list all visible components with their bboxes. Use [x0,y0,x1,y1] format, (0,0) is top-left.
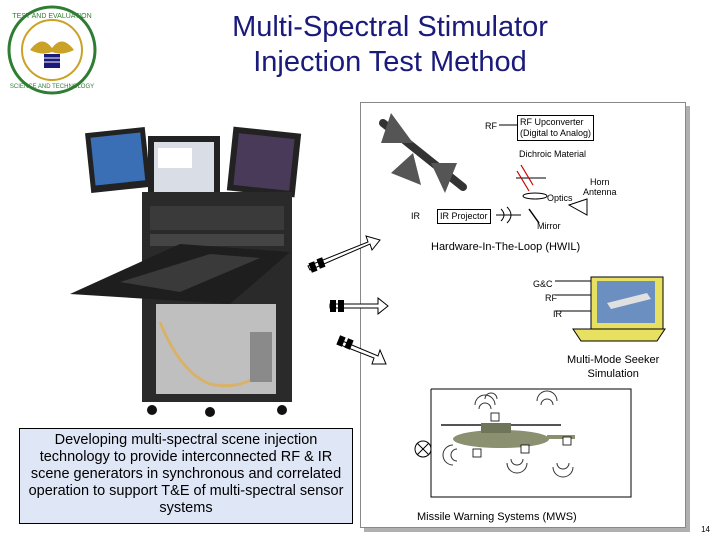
hwil-diagram [379,113,666,498]
missile-icon [379,113,467,193]
title-line-2: Injection Test Method [253,46,527,78]
ir-projector-box: IR Projector [437,209,491,224]
seeker-title: Multi-Mode Seeker Simulation [567,353,659,381]
flow-arrows [307,235,389,365]
mws-heading: Missile Warning Systems (MWS) [417,511,577,523]
dichroic-label: Dichroic Material [519,149,587,159]
seeker-title-line-2: Simulation [587,368,639,380]
description-callout: Developing multi-spectral scene injectio… [19,428,353,524]
rf-label: RF [485,121,497,131]
mirror-label: Mirror [537,221,561,231]
horn-line-1: Horn [590,177,610,187]
test-workstation-rack [60,122,360,422]
horn-antenna-label: Horn Antenna [583,177,617,197]
seeker-title-line-1: Multi-Mode Seeker [567,354,660,366]
title-line-1: Multi-Spectral Stimulator [232,11,548,43]
workstation-illustration [70,126,302,417]
hwil-heading: Hardware-In-The-Loop (HWIL) [431,241,581,253]
svg-text:TEST AND EVALUATION: TEST AND EVALUATION [12,13,91,20]
rf-upconverter-box: RF Upconverter (Digital to Analog) [517,115,595,141]
slide-title: Multi-Spectral Stimulator Injection Test… [130,10,650,80]
page-number: 14 [701,525,710,534]
horn-line-2: Antenna [583,187,617,197]
seal-icon: TEST AND EVALUATION SCIENCE AND TECHNOLO… [7,5,97,95]
gc-label: G&C [533,279,553,289]
svg-text:SCIENCE AND TECHNOLOGY: SCIENCE AND TECHNOLOGY [10,84,94,90]
seeker-rf-label: RF [545,293,557,303]
rf-upconverter-line-2: (Digital to Analog) [520,128,592,138]
hwil-panel: RF RF Upconverter (Digital to Analog) Di… [360,102,686,528]
test-evaluation-seal: TEST AND EVALUATION SCIENCE AND TECHNOLO… [6,4,98,96]
rf-upconverter-line-1: RF Upconverter [520,117,584,127]
ir-label: IR [411,211,420,221]
optics-label: Optics [547,193,573,203]
seeker-ir-label: IR [553,309,562,319]
helicopter-icon [441,423,575,448]
